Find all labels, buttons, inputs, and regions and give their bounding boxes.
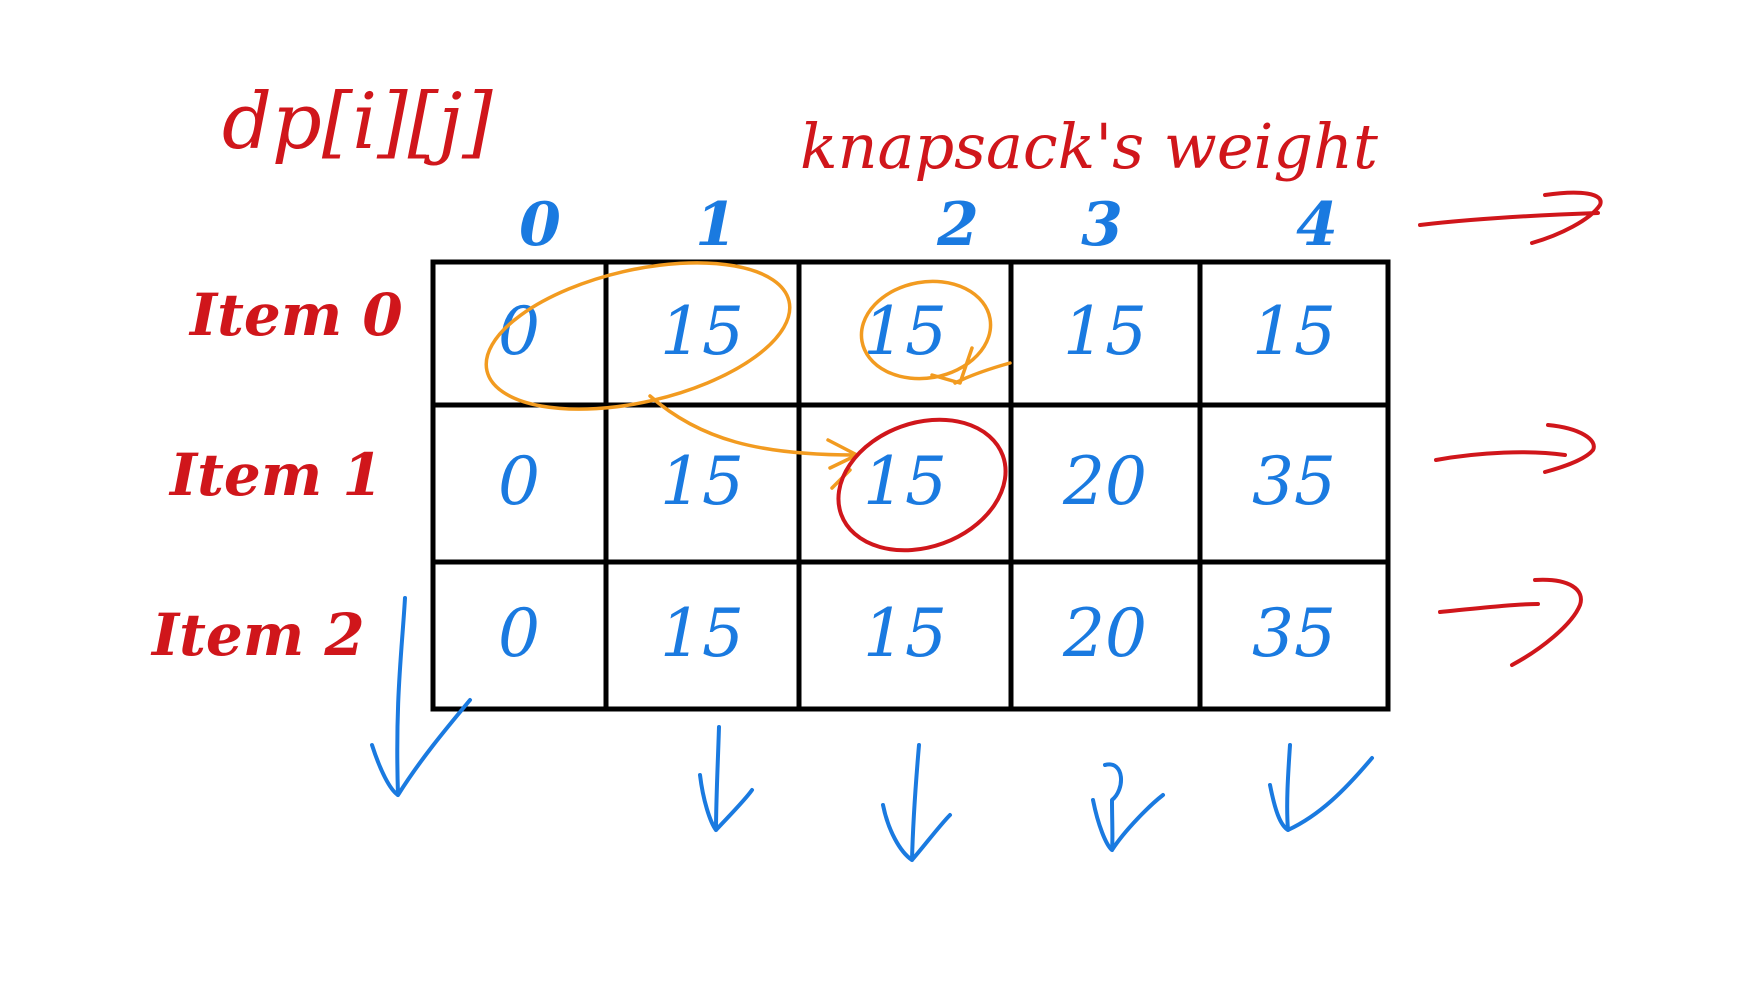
right-arrow-row-1 [1434, 423, 1596, 474]
table-cell: 15 [660, 293, 744, 370]
column-headers: 0 1 2 3 4 [519, 190, 1338, 260]
down-arrow-col-3 [1091, 762, 1165, 852]
column-index: 2 [936, 190, 979, 260]
table-cell: 15 [863, 443, 947, 520]
column-index: 4 [1296, 190, 1338, 260]
table-cell: 0 [498, 595, 540, 672]
row-label: Item 1 [168, 441, 383, 509]
table-cell: 20 [1062, 595, 1147, 672]
down-arrow-col-0 [370, 596, 472, 797]
target-ellipse [836, 417, 1008, 553]
row-label: Item 2 [150, 601, 365, 669]
down-arrows [370, 596, 1374, 862]
right-arrow-row-0 [1418, 190, 1603, 245]
table-cell: 15 [863, 293, 947, 370]
column-header-label: knapsack's weight [800, 110, 1378, 183]
right-arrows [1418, 190, 1603, 667]
down-arrow-col-4 [1268, 743, 1374, 832]
down-arrow-col-2 [881, 743, 952, 862]
column-index: 1 [695, 190, 737, 260]
table-cell: 15 [660, 595, 744, 672]
column-index: 0 [519, 190, 561, 260]
row-labels: Item 0 Item 1 Item 2 [150, 281, 403, 669]
right-arrow-row-2 [1438, 577, 1583, 667]
row-label: Item 0 [188, 281, 403, 349]
table-cell: 0 [498, 443, 540, 520]
table-cell: 15 [660, 443, 744, 520]
source-arrow-2-head [930, 346, 974, 385]
table-cell: 15 [1252, 293, 1336, 370]
column-index: 3 [1081, 190, 1123, 260]
title: dp[i][j] [222, 77, 493, 167]
table-cell: 35 [1252, 595, 1336, 672]
source-arrow-1 [648, 394, 857, 457]
down-arrow-col-1 [698, 725, 754, 832]
table-cell: 15 [1063, 293, 1147, 370]
table-cell: 35 [1252, 443, 1336, 520]
table-grid [430, 259, 1391, 712]
table-cell: 15 [863, 595, 947, 672]
table-cell: 20 [1062, 443, 1147, 520]
